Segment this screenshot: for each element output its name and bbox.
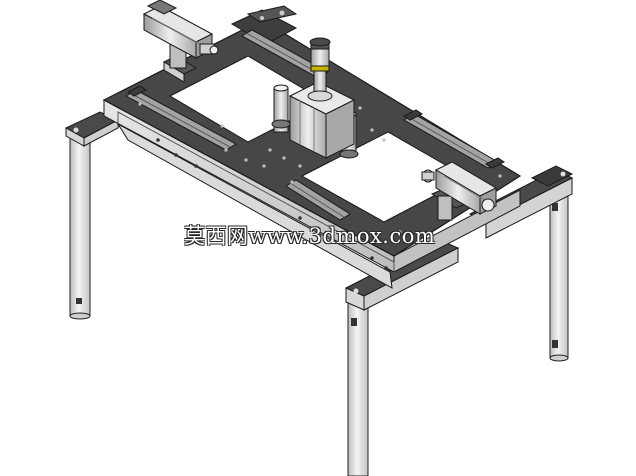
mounting-plate-sides	[103, 99, 521, 289]
leg-back-right	[549, 189, 569, 362]
linear-rail-back	[240, 29, 330, 79]
cylinder-left	[142, 0, 219, 83]
watermark-text: 莫西网www.3dmox.com	[184, 224, 436, 248]
leg-front	[347, 299, 369, 476]
cylinder-center	[271, 37, 359, 159]
side-face-holes	[156, 138, 388, 270]
leg-back-left	[69, 137, 91, 320]
rail-end-blocks	[127, 85, 505, 169]
cylinder-right	[421, 161, 498, 221]
